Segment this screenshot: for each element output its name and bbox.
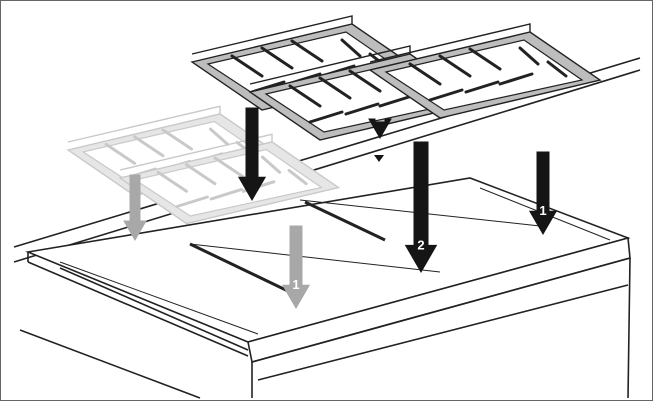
ghost-section-front-bar (261, 155, 282, 174)
ghost-section-rear-bar (133, 135, 165, 158)
placement-arrows: 1 2 1 (123, 107, 558, 309)
ghost-section-rear-bar (161, 128, 193, 151)
arrow-main-stub (368, 118, 392, 139)
grate-section-middle-lip (249, 45, 411, 85)
arrow-step-1-right-shape (528, 151, 558, 235)
alignment-marker (374, 155, 384, 162)
grate-section-rear-bar (260, 46, 294, 70)
grate-section-middle-bar (308, 110, 344, 124)
grate-section-rear-bar (290, 39, 324, 63)
grate-section-right-bar (408, 62, 442, 86)
arrow-main-left-shape (237, 107, 267, 201)
ghost-section-front-bar (185, 163, 217, 186)
grate-section-right-bar (468, 47, 502, 71)
arrow-step-1-right-label: 1 (539, 203, 546, 218)
grate-section-middle-bar (288, 84, 322, 108)
ghost-section-rear-lip (67, 105, 221, 143)
grate-section-right-bar (428, 88, 464, 102)
grate-section-right-bar (498, 72, 534, 86)
grate-section-middle-bar (348, 69, 382, 93)
ghost-section-front-bar (175, 195, 209, 208)
ghost-section-front-lip (119, 133, 273, 171)
grate-section-right-bar (518, 46, 540, 66)
ghost-section-front (118, 133, 341, 225)
hob-body (19, 177, 631, 399)
grate-section-rear (190, 15, 424, 111)
ghost-section-front-bar (287, 168, 308, 186)
pan-support-main (190, 15, 602, 141)
ghost-section-rear-bar (209, 127, 230, 146)
grate-section-right-opening (384, 39, 584, 111)
arrow-step-1-left-label: 1 (292, 277, 299, 292)
grate-section-rear-bar (230, 54, 264, 78)
ghost-section-rear-bar (104, 142, 136, 165)
pan-support-ghost (66, 105, 341, 225)
grate-section-middle-bar (344, 102, 380, 116)
grate-section-right-bar (546, 60, 568, 78)
grate-section-middle-bar (378, 94, 414, 108)
arrow-main-left (237, 107, 267, 201)
arrow-step-2: 2 (404, 141, 438, 273)
arrow-step-1-left-shape (281, 225, 311, 309)
ghost-section-front-bar (156, 170, 188, 193)
grate-section-right-bar (438, 54, 472, 78)
arrow-ghost-left (123, 174, 147, 241)
arrow-step-2-label: 2 (417, 237, 424, 252)
grate-section-middle-bar (318, 76, 352, 100)
grate-section-right-bar (464, 80, 500, 94)
arrow-step-1-left: 1 (281, 225, 311, 309)
ghost-section-front-bar (213, 156, 245, 179)
arrow-step-2-shape (404, 141, 438, 273)
arrow-step-1-right: 1 (528, 151, 558, 235)
grate-section-rear-lip (191, 15, 353, 55)
grate-section-rear-bar (340, 38, 362, 58)
arrow-main-stub-shape (368, 118, 392, 139)
grate-section-right (368, 23, 602, 119)
arrow-ghost-left-shape (123, 174, 147, 241)
grate-section-right-lip (369, 23, 531, 63)
ghost-section-front-bar (209, 187, 244, 201)
